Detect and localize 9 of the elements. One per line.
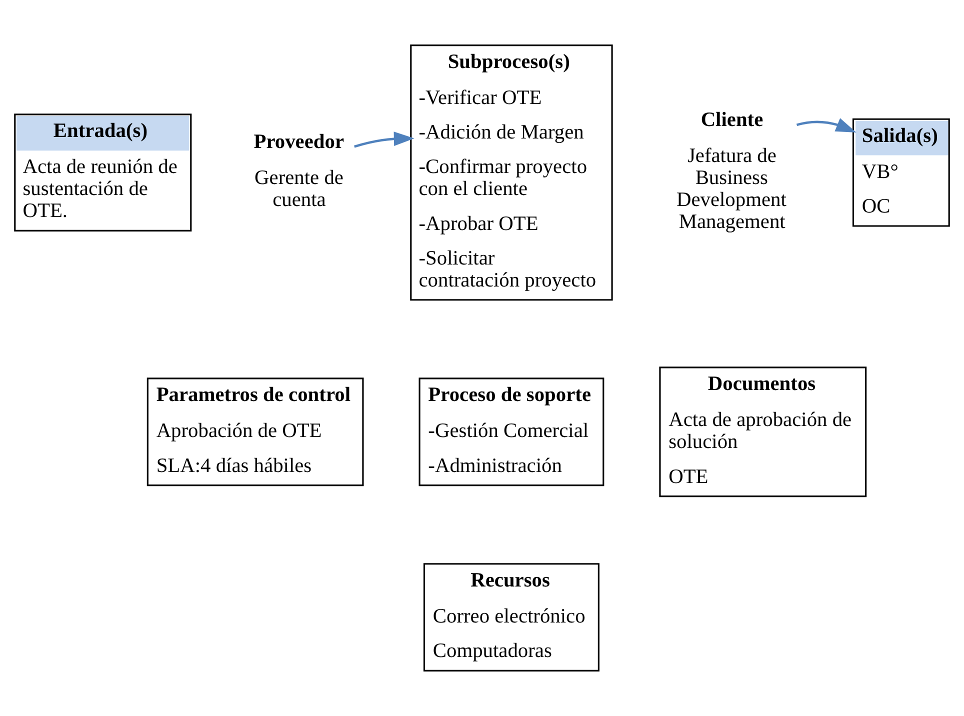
node-box: Proceso de soporte -Gestión Comercial -Administración [418,378,604,486]
node-box: Recursos Correo electrónico Computadoras [423,563,600,672]
arrow [796,118,856,132]
arrow [354,132,414,148]
node-text: Proveedor Gerente de cuenta [254,131,344,212]
node-text: Cliente Jefatura de Business Development Management [676,109,786,234]
node-box: Parametros de control Aprobación de OTE SLA:4 días hábiles [146,378,364,486]
node-box: Documentos Acta de aprobación de solución OTE [659,366,867,498]
node-box: Subproceso(s) -Verificar OTE -Adición de Margen -Confirmar proyecto con el cliente -Aprobar OTE -Solicitar contratación proyecto [410,44,613,301]
